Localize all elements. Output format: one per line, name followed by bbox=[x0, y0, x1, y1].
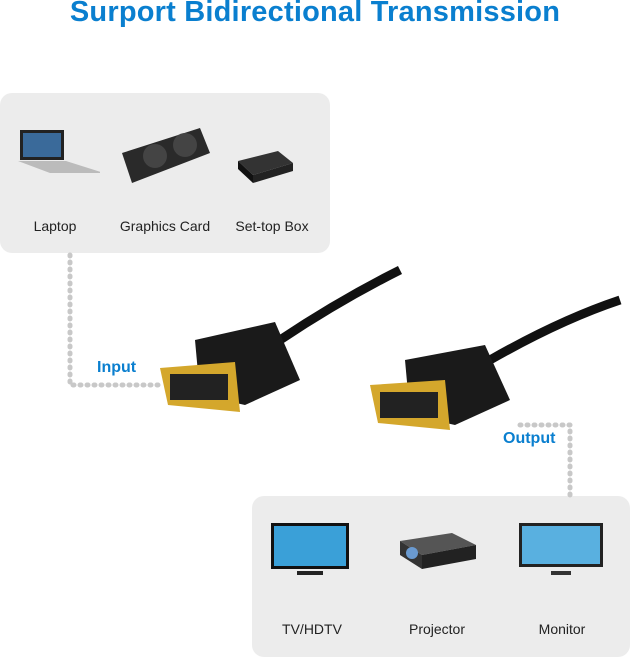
dvi-connector-left bbox=[160, 322, 300, 412]
output-label: Output bbox=[503, 430, 556, 447]
source-set-top-box: Set-top Box bbox=[228, 123, 316, 243]
input-dotted-line bbox=[67, 252, 163, 388]
monitor-icon bbox=[519, 523, 603, 575]
source-label: Set-top Box bbox=[235, 218, 309, 234]
display-devices-panel: TV/HDTV Projector Monitor bbox=[252, 496, 630, 657]
source-label: Laptop bbox=[33, 218, 77, 234]
dvi-connector-right bbox=[370, 345, 510, 430]
display-label: TV/HDTV bbox=[282, 621, 342, 637]
graphics-card-icon bbox=[122, 128, 210, 183]
display-label: Monitor bbox=[538, 621, 586, 637]
source-devices-panel: Laptop Graphics Card Set-top Box bbox=[0, 93, 330, 253]
cable-right bbox=[487, 295, 622, 364]
source-laptop: Laptop bbox=[10, 123, 100, 243]
display-label: Projector bbox=[408, 621, 466, 637]
cable-left bbox=[277, 265, 403, 344]
source-graphics-card: Graphics Card bbox=[110, 123, 220, 243]
display-monitor: Monitor bbox=[517, 521, 607, 641]
source-label: Graphics Card bbox=[119, 218, 211, 234]
laptop-icon bbox=[18, 130, 100, 173]
input-label: Input bbox=[97, 359, 137, 376]
output-dotted-line bbox=[517, 422, 573, 498]
set-top-box-icon bbox=[238, 151, 293, 183]
page-title: Surport Bidirectional Transmission bbox=[69, 0, 561, 28]
display-projector: Projector bbox=[392, 521, 482, 641]
display-tv: TV/HDTV bbox=[267, 521, 357, 641]
tv-icon bbox=[271, 523, 349, 575]
projector-icon bbox=[400, 533, 476, 569]
